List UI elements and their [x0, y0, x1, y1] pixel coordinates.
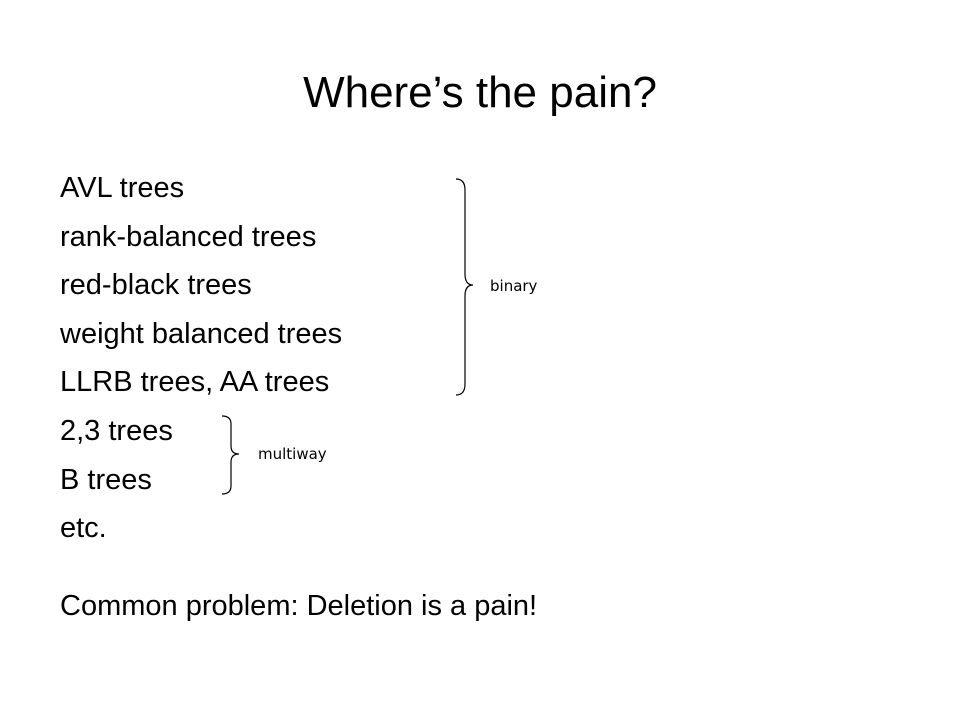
list-item-weight-balanced: weight balanced trees: [60, 317, 343, 350]
multiway-label: multiway: [258, 445, 327, 463]
binary-label: binary: [490, 277, 538, 295]
list-item-2-3: 2,3 trees: [60, 414, 173, 447]
list-item-llrb-aa: LLRB trees, AA trees: [60, 366, 330, 399]
list-item-avl: AVL trees: [60, 172, 185, 204]
conclusion-text: Common problem: Deletion is a pain!: [60, 590, 538, 622]
list-item-b-trees: B trees: [60, 463, 152, 496]
tree-list: AVL trees rank-balanced trees red-black …: [60, 164, 342, 553]
list-item-etc: etc.: [60, 512, 107, 545]
list-item-red-black: red-black trees: [60, 269, 252, 302]
binary-brace: [455, 178, 474, 396]
list-item-rank-balanced: rank-balanced trees: [60, 220, 317, 253]
multiway-brace: [221, 415, 240, 495]
slide-title: Where’s the pain?: [303, 68, 657, 117]
